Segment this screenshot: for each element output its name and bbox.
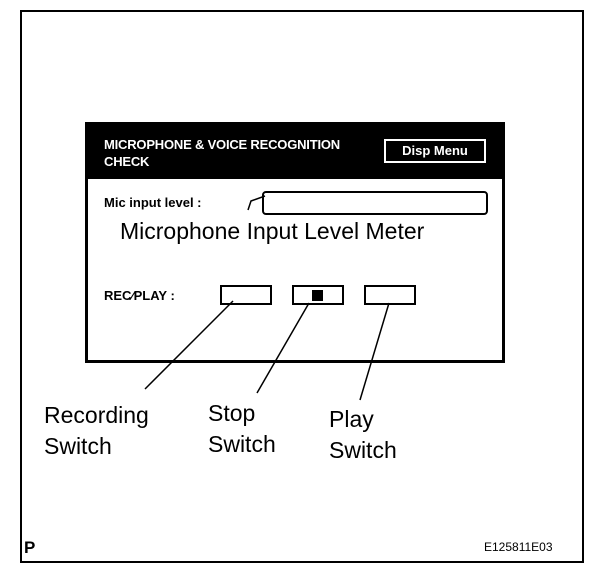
figure-frame xyxy=(20,10,584,563)
meter-callout-label: Microphone Input Level Meter xyxy=(120,218,425,244)
rec-play-label: REC⁄PLAY : xyxy=(104,288,175,303)
screen-header: MICROPHONE & VOICE RECOGNITION CHECK Dis… xyxy=(88,125,502,179)
stop-square-icon xyxy=(312,290,323,301)
meter-leader-line xyxy=(247,195,266,211)
play-switch[interactable] xyxy=(364,285,416,305)
recording-leader-line xyxy=(144,300,234,390)
figure-code: E125811E03 xyxy=(484,540,553,554)
screen-title: MICROPHONE & VOICE RECOGNITION CHECK xyxy=(104,137,340,169)
play-switch-callout: Play Switch xyxy=(329,406,397,463)
display-screen: MICROPHONE & VOICE RECOGNITION CHECK Dis… xyxy=(85,122,505,363)
stop-switch[interactable] xyxy=(292,285,344,305)
recording-switch-callout: Recording Switch xyxy=(44,402,149,459)
stop-switch-callout: Stop Switch xyxy=(208,400,276,457)
recording-switch[interactable] xyxy=(220,285,272,305)
corner-letter: P xyxy=(24,538,36,557)
mic-input-level-meter xyxy=(262,191,488,215)
play-leader-line xyxy=(359,302,390,401)
stop-leader-line xyxy=(256,302,310,394)
disp-menu-button[interactable]: Disp Menu xyxy=(384,139,486,163)
mic-input-label: Mic input level : xyxy=(104,195,202,210)
